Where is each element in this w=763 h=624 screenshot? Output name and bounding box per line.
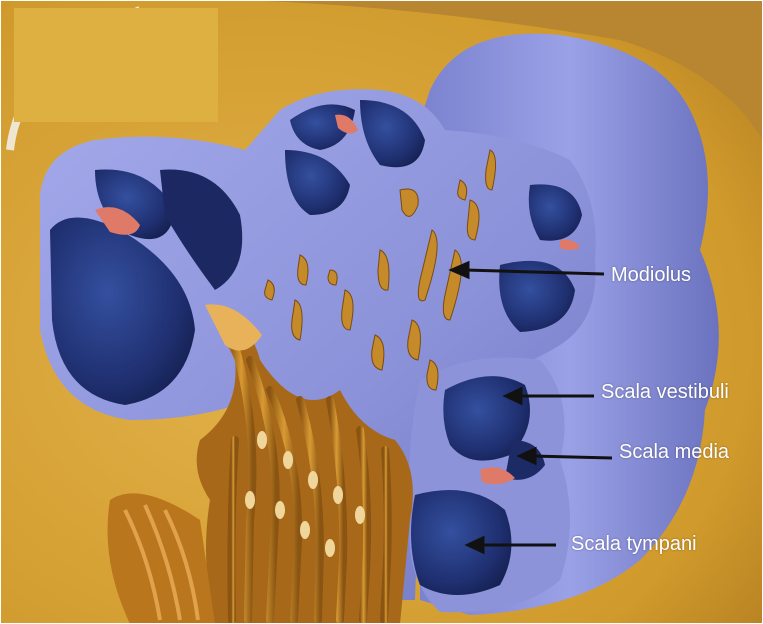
blank-inset-panel [14,8,218,122]
scala-tympani-canal [411,490,511,595]
label-modiolus: Modiolus [611,264,691,286]
label-scala-media: Scala media [619,441,729,463]
label-scala-vestibuli: Scala vestibuli [601,381,729,403]
scala-media-arrow [532,456,612,458]
label-scala-tympani: Scala tympani [571,533,697,555]
